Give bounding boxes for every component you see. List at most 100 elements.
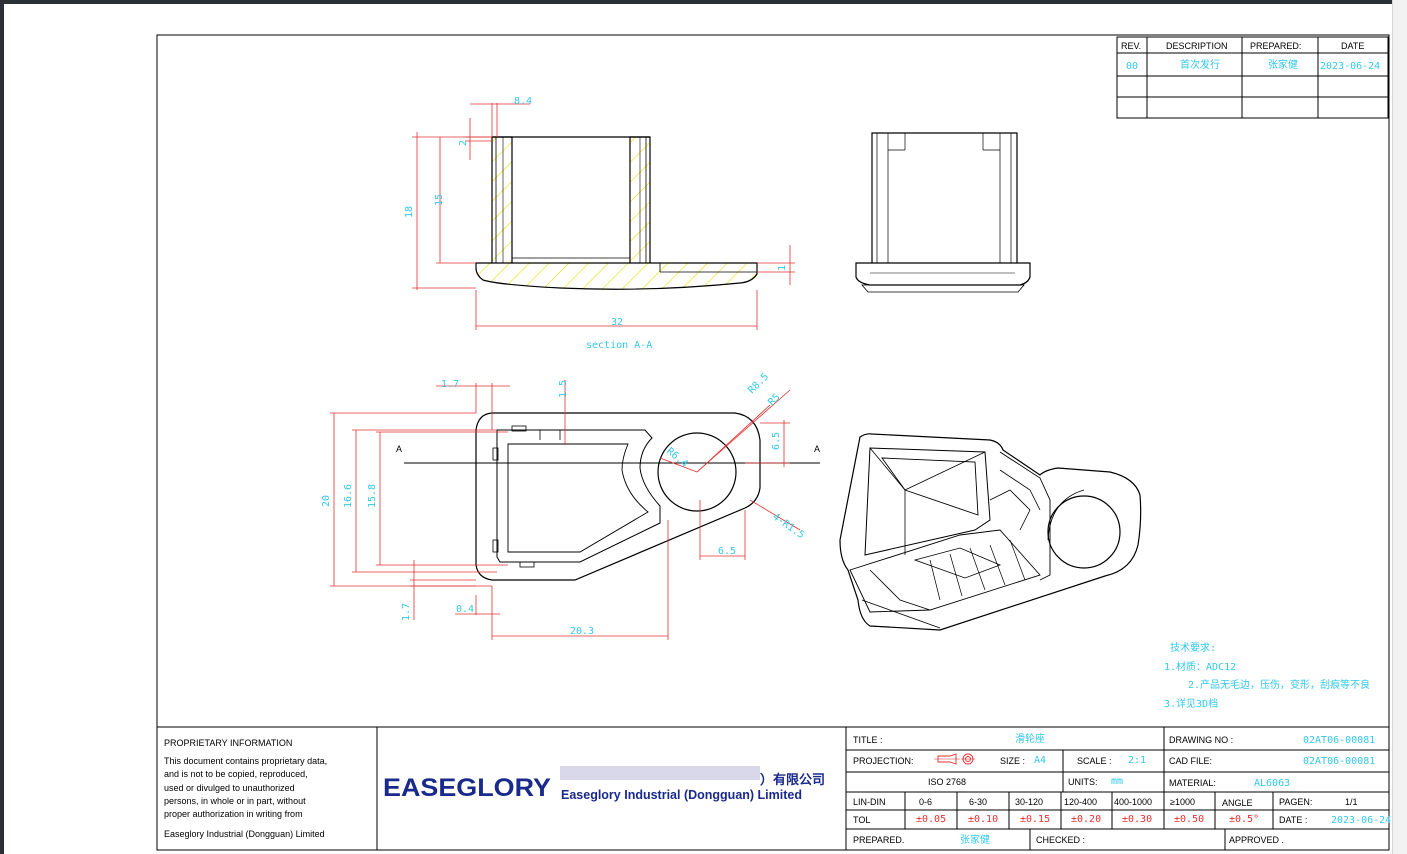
- range-0-6: 0-6: [919, 797, 932, 807]
- scale-value: 2:1: [1128, 755, 1146, 766]
- scrollbar-strip[interactable]: [1392, 0, 1407, 854]
- rev-header: REV.: [1121, 41, 1141, 51]
- scale-label: SCALE :: [1077, 756, 1112, 766]
- proprietary-line-2: and is not to be copied, reproduced,: [164, 769, 308, 779]
- angle-value: ±0.5°: [1229, 814, 1259, 825]
- dim-8-4: 8.4: [514, 96, 532, 107]
- units-value: mm: [1111, 776, 1123, 787]
- date-value: 2023-06-24: [1320, 61, 1380, 72]
- dim-r6-4: R6.4: [664, 446, 690, 470]
- material-label: MATERIAL:: [1169, 778, 1216, 788]
- drawing-frame: [156, 34, 1390, 851]
- section-mark-right: A: [814, 444, 820, 454]
- proprietary-line-1: This document contains proprietary data,: [164, 756, 327, 766]
- dim-6-5-horizontal: 6.5: [718, 546, 736, 557]
- proprietary-line-5: proper authorization in writing from: [164, 809, 303, 819]
- section-mark-left: A: [396, 444, 402, 454]
- checked-label: CHECKED :: [1036, 835, 1085, 845]
- material-value: AL6063: [1254, 778, 1290, 789]
- pagen-value: 1/1: [1345, 797, 1358, 807]
- units-label: UNITS:: [1068, 777, 1098, 787]
- iso-standard: ISO 2768: [928, 777, 966, 787]
- title-value: 滑轮座: [1015, 732, 1045, 745]
- section-label: section A-A: [586, 340, 652, 351]
- dim-15: 15: [434, 194, 445, 206]
- plan-view: [404, 412, 820, 581]
- date-header: DATE: [1341, 41, 1364, 51]
- tol-label: TOL: [853, 815, 870, 825]
- description-value: 首次发行: [1180, 58, 1220, 71]
- dim-1-7-top: 1.7: [441, 379, 459, 390]
- dim-1: 1: [777, 265, 788, 271]
- proprietary-title: PROPRIETARY INFORMATION: [164, 738, 292, 748]
- range-120-400: 120-400: [1064, 797, 1097, 807]
- size-value: A4: [1034, 755, 1046, 766]
- notes-line-2: 2.产品无毛边，压伤，变形，刮痕等不良: [1188, 678, 1370, 691]
- dim-1-7-bottom: 1.7: [401, 603, 412, 621]
- dim-15-8: 15.8: [367, 484, 378, 508]
- cad-file-label: CAD FILE:: [1169, 756, 1212, 766]
- dim-20: 20: [321, 495, 332, 507]
- description-header: DESCRIPTION: [1166, 41, 1228, 51]
- proprietary-line-4: persons, in whole or in part, without: [164, 796, 306, 806]
- section-view: [475, 136, 758, 290]
- tol-30-120: ±0.15: [1020, 814, 1050, 825]
- dim-18: 18: [404, 206, 415, 218]
- tol-120-400: ±0.20: [1071, 814, 1101, 825]
- dim-20-3: 20.3: [570, 626, 594, 637]
- company-name-english: Easeglory Industrial (Dongguan) Limited: [561, 788, 802, 802]
- date-value: 2023-06-24: [1331, 815, 1391, 826]
- isometric-view: [839, 433, 1142, 631]
- rev-value: 00: [1126, 61, 1138, 72]
- dim-6-5-vertical: 6.5: [771, 432, 782, 450]
- tol-1000: ±0.50: [1174, 814, 1204, 825]
- section-dimensions: [412, 103, 795, 330]
- range-30-120: 30-120: [1015, 797, 1043, 807]
- proprietary-company: Easeglory Industrial (Dongguan) Limited: [164, 829, 325, 839]
- prepared-label: PREPARED.: [853, 835, 904, 845]
- cad-file-value: 02AT06-00081: [1303, 756, 1375, 767]
- plan-dimensions: [330, 380, 801, 640]
- dim-16-6: 16.6: [343, 484, 354, 508]
- dim-0-4: 0.4: [456, 604, 474, 615]
- proprietary-line-3: used or divulged to unauthorized: [164, 783, 295, 793]
- side-view: [855, 132, 1031, 293]
- drawing-no-label: DRAWING NO :: [1169, 735, 1233, 745]
- projection-icon: [934, 753, 975, 765]
- prepared-value: 张家健: [1268, 58, 1298, 71]
- technical-notes: 技术要求: 1.材质：ADC12 2.产品无毛边，压伤，变形，刮痕等不良 3.详…: [1164, 641, 1370, 710]
- blurred-company-name: [560, 766, 760, 780]
- approved-label: APPROVED .: [1229, 835, 1284, 845]
- window-top-bar: [0, 0, 1407, 4]
- notes-line-3: 3.详见3D档: [1164, 697, 1218, 710]
- title-block: PROPRIETARY INFORMATION This document co…: [157, 726, 1391, 850]
- notes-line-1: 1.材质：ADC12: [1164, 660, 1236, 673]
- title-label: TITLE :: [853, 735, 883, 745]
- drawing-no-value: 02AT06-00081: [1303, 735, 1375, 746]
- dim-1-5: 1.5: [558, 380, 569, 398]
- pagen-label: PAGEN:: [1279, 797, 1312, 807]
- size-label: SIZE :: [1000, 756, 1025, 766]
- range-400-1000: 400-1000: [1114, 797, 1152, 807]
- dim-2: 2: [458, 140, 469, 146]
- dim-r8-5: R8.5: [746, 371, 771, 396]
- tol-6-30: ±0.10: [968, 814, 998, 825]
- angle-label: ANGLE: [1222, 798, 1253, 808]
- range-1000: ≥1000: [1170, 797, 1195, 807]
- projection-label: PROJECTION:: [853, 756, 914, 766]
- dim-4-r1-5: 4-R1.5: [770, 511, 806, 541]
- prepared-header: PREPARED:: [1250, 41, 1301, 51]
- window-left-bar: [0, 0, 4, 854]
- range-6-30: 6-30: [969, 797, 987, 807]
- company-name-suffix: ）有限公司: [760, 772, 825, 788]
- date-label: DATE :: [1279, 815, 1307, 825]
- tol-400-1000: ±0.30: [1122, 814, 1152, 825]
- revision-table: REV. DESCRIPTION PREPARED: DATE 00 首次发行 …: [1116, 36, 1389, 119]
- dim-32: 32: [611, 317, 623, 328]
- lin-din-label: LIN-DIN: [853, 797, 886, 807]
- prepared-value: 张家健: [960, 833, 990, 846]
- tol-0-6: ±0.05: [916, 814, 946, 825]
- company-logo: EASEGLORY: [383, 774, 551, 802]
- notes-title: 技术要求:: [1170, 641, 1216, 654]
